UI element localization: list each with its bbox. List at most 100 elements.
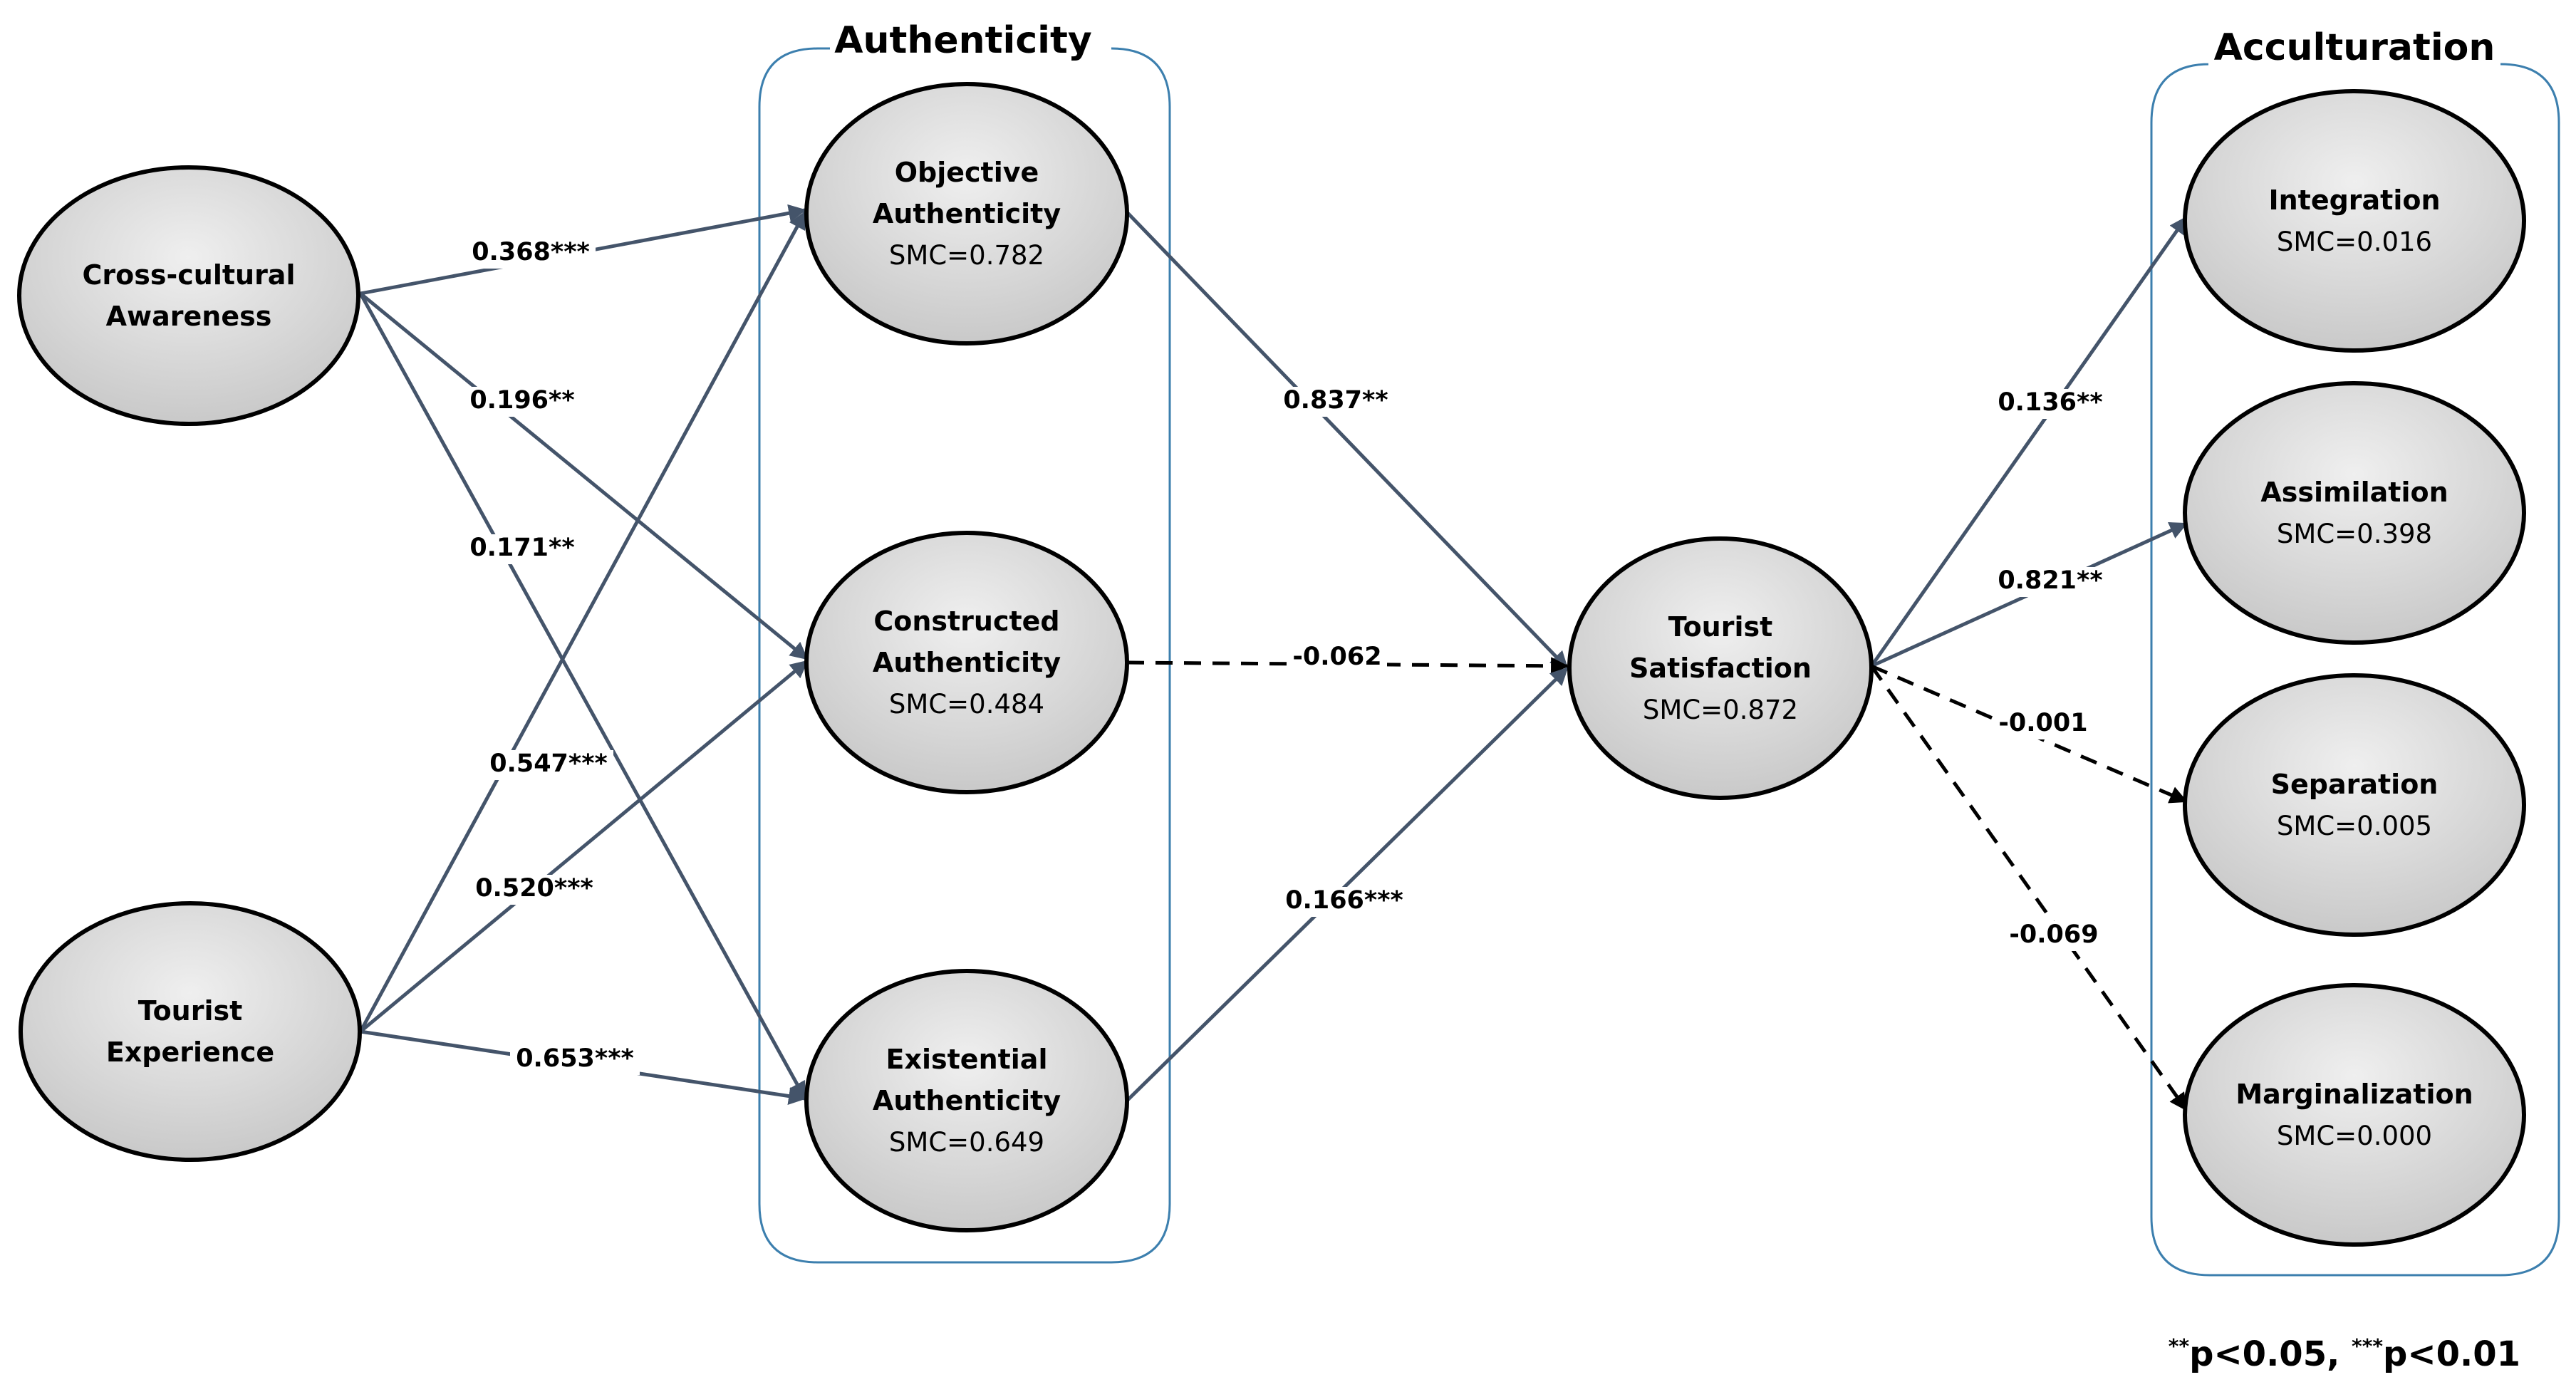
node-label-objective: Objective: [895, 157, 1039, 188]
path-cca-constructed: [359, 292, 809, 660]
significance-note: **p<0.05, ***p<0.01: [2169, 1334, 2520, 1374]
node-label-cross-cultural: Cross-cultural: [83, 259, 296, 291]
node-shape-existential: [804, 969, 1129, 1232]
node-shape-integration: [2183, 89, 2526, 353]
coef-label-constructed-satisfaction: -0.062: [1292, 643, 1381, 671]
coef-satisfaction-marginalization: -0.069: [2004, 920, 2104, 951]
node-smc-marginalization: SMC=0.000: [2277, 1121, 2432, 1151]
path-satisfaction-integration: [1869, 216, 2188, 668]
coef-satisfaction-integration: 0.136**: [1993, 388, 2108, 419]
note-sup-2: ***: [2352, 1334, 2383, 1358]
node-shape-tourist-experience: [19, 901, 362, 1162]
coef-label-te-existential: 0.653***: [516, 1044, 634, 1073]
coef-bg-cca-objective: [466, 239, 596, 269]
node-label-objective: Authenticity: [873, 198, 1061, 229]
authenticity-group-border: [758, 47, 1171, 1264]
node-shape-objective: [804, 82, 1129, 346]
coef-cca-constructed: 0.196**: [464, 386, 580, 417]
node-smc-satisfaction: SMC=0.872: [1643, 695, 1798, 725]
coef-te-constructed: 0.520***: [469, 874, 599, 905]
path-satisfaction-marginalization: [1869, 665, 2188, 1111]
path-existential-satisfaction: [1126, 667, 1569, 1102]
coef-bg-te-objective: [484, 750, 613, 780]
node-label-tourist-experience: Experience: [106, 1037, 274, 1068]
labels-layer: 0.368*** 0.196** 0.171** 0.547*** 0.520*** 0.…: [464, 238, 2108, 1075]
path-te-constructed: [359, 660, 809, 1033]
coef-bg-satisfaction-assimilation: [1993, 567, 2108, 597]
node-shape-constructed: [804, 531, 1129, 794]
node-smc-integration: SMC=0.016: [2277, 227, 2432, 257]
coef-label-existential-satisfaction: 0.166***: [1285, 886, 1403, 915]
node-shape-cross-cultural: [17, 165, 360, 426]
coef-label-satisfaction-assimilation: 0.821**: [1998, 566, 2102, 595]
node-label-assimilation: Assimilation: [2260, 477, 2448, 508]
coef-label-te-constructed: 0.520***: [475, 874, 593, 903]
coef-objective-satisfaction: 0.837**: [1278, 386, 1393, 417]
node-smc-existential: SMC=0.649: [889, 1127, 1044, 1158]
path-te-objective: [358, 211, 807, 1033]
node-label-satisfaction: Tourist: [1668, 611, 1773, 643]
coef-cca-existential: 0.171**: [464, 534, 580, 564]
note-text-1: p<0.05,: [2189, 1334, 2352, 1374]
coef-satisfaction-separation: -0.001: [1993, 709, 2093, 739]
paths-layer: [358, 204, 2188, 1111]
coef-bg-satisfaction-separation: [1993, 710, 2093, 739]
coef-te-existential: 0.653***: [510, 1044, 640, 1075]
coef-label-satisfaction-integration: 0.136**: [1998, 388, 2102, 417]
coef-te-objective: 0.547***: [484, 749, 613, 780]
node-label-separation: Separation: [2271, 769, 2439, 800]
coef-label-cca-constructed: 0.196**: [469, 386, 574, 415]
authenticity-group: Authenticity: [758, 19, 1171, 1264]
node-label-existential: Existential: [886, 1044, 1048, 1075]
node-smc-constructed: SMC=0.484: [889, 689, 1044, 720]
node-smc-assimilation: SMC=0.398: [2277, 519, 2432, 549]
path-cca-existential: [358, 292, 807, 1100]
node-shape-marginalization: [2183, 983, 2526, 1247]
note-text-2: p<0.01: [2383, 1334, 2520, 1374]
node-shape-assimilation: [2183, 381, 2526, 645]
coef-constructed-satisfaction: -0.062: [1287, 643, 1387, 673]
path-constructed-satisfaction: [1126, 657, 1569, 675]
acculturation-group: Acculturation: [2150, 21, 2560, 1277]
coef-bg-te-existential: [510, 1045, 640, 1075]
node-label-constructed: Authenticity: [873, 647, 1061, 678]
coef-bg-objective-satisfaction: [1278, 387, 1393, 417]
path-objective-satisfaction: [1126, 211, 1569, 670]
coef-label-satisfaction-separation: -0.001: [1998, 709, 2087, 737]
acculturation-title: Acculturation: [2214, 26, 2496, 69]
coef-bg-satisfaction-integration: [1993, 389, 2108, 419]
coef-bg-te-constructed: [469, 875, 599, 905]
note-sup-1: **: [2169, 1334, 2190, 1358]
coef-bg-cca-existential: [464, 534, 580, 564]
coef-satisfaction-assimilation: 0.821**: [1993, 566, 2108, 597]
coef-bg-constructed-satisfaction: [1287, 643, 1387, 673]
coef-bg-existential-satisfaction: [1279, 887, 1409, 917]
nodes-layer: Cross-culturalAwarenessTouristExperience…: [17, 82, 2526, 1247]
coef-label-te-objective: 0.547***: [489, 749, 608, 778]
coef-bg-satisfaction-marginalization: [2004, 921, 2104, 951]
node-smc-objective: SMC=0.782: [889, 240, 1044, 271]
node-label-existential: Authenticity: [873, 1085, 1061, 1116]
node-label-cross-cultural: Awareness: [106, 301, 272, 332]
node-label-satisfaction: Satisfaction: [1629, 653, 1812, 684]
node-label-integration: Integration: [2268, 185, 2440, 216]
coef-existential-satisfaction: 0.166***: [1279, 886, 1409, 917]
node-label-constructed: Constructed: [873, 606, 1059, 637]
acculturation-group-border: [2150, 63, 2560, 1277]
node-shape-separation: [2183, 673, 2526, 937]
coef-cca-objective: 0.368***: [466, 238, 596, 269]
node-label-tourist-experience: Tourist: [138, 995, 243, 1027]
node-shape-satisfaction: [1567, 536, 1874, 800]
coef-label-objective-satisfaction: 0.837**: [1283, 386, 1388, 415]
